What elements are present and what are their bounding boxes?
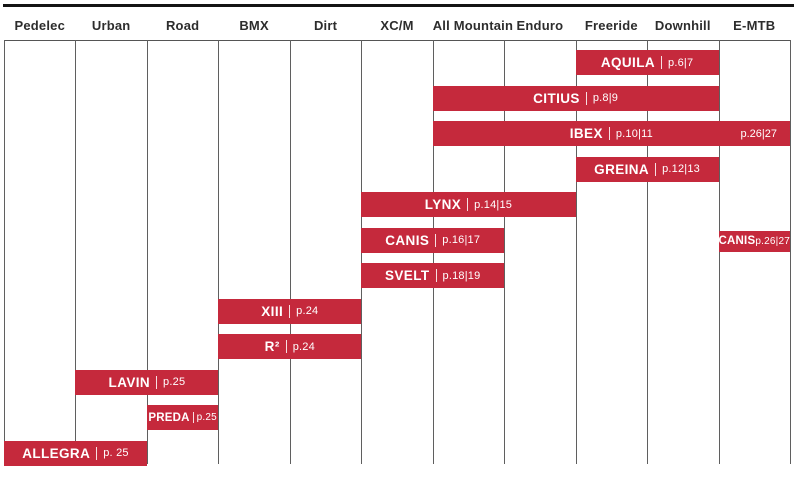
- model-name: LAVIN: [109, 375, 151, 390]
- model-name: CANIS: [385, 233, 429, 248]
- model-bar-r: R² p.24: [218, 334, 361, 359]
- category-label: Urban: [75, 16, 146, 36]
- model-bar-citius: CITIUS p.8|9: [433, 86, 719, 111]
- grid-column-line: [790, 40, 791, 464]
- category-label: E-MTB: [719, 16, 790, 36]
- page-reference: p.10|11: [616, 128, 653, 140]
- label-separator: [156, 376, 157, 389]
- category-label: Road: [147, 16, 218, 36]
- grid-column-line: [75, 40, 76, 464]
- page-reference: p.8|9: [593, 92, 618, 104]
- grid-column-line: [4, 40, 5, 464]
- grid-column-line: [290, 40, 291, 464]
- model-name: R²: [265, 339, 280, 354]
- category-label: Enduro: [504, 16, 575, 36]
- label-separator: [586, 92, 587, 105]
- label-separator: [661, 56, 662, 69]
- page-reference: p.12|13: [662, 163, 700, 175]
- grid-column-line: [719, 40, 720, 464]
- category-label: Downhill: [647, 16, 718, 36]
- model-name: GREINA: [594, 162, 649, 177]
- label-separator: [435, 234, 436, 247]
- model-name: PREDA: [148, 412, 189, 424]
- model-bar-ibex: IBEX p.10|11 p.26|27: [433, 121, 790, 146]
- label-separator: [96, 447, 97, 460]
- category-label: Dirt: [290, 16, 361, 36]
- page-reference: p.16|17: [442, 234, 480, 246]
- grid-column-line: [218, 40, 219, 464]
- page-reference: p.25: [197, 412, 217, 423]
- grid-top-line: [4, 40, 791, 41]
- page-reference: p.18|19: [443, 270, 481, 282]
- model-bar-aquila: AQUILA p.6|7: [576, 50, 719, 75]
- label-separator: [193, 412, 194, 423]
- page-reference: p.25: [163, 376, 185, 388]
- model-bar-greina: GREINA p.12|13: [576, 157, 719, 182]
- model-bar-lavin: LAVIN p.25: [75, 370, 218, 395]
- page-reference: p.6|7: [668, 57, 693, 69]
- model-name: AQUILA: [601, 55, 655, 70]
- label-separator: [609, 127, 610, 140]
- label-separator: [436, 269, 437, 282]
- category-label: Freeride: [576, 16, 647, 36]
- model-bar-allegra: ALLEGRA p. 25: [4, 441, 147, 466]
- page-reference: p.24: [293, 341, 315, 353]
- category-label: BMX: [218, 16, 289, 36]
- label-separator: [467, 198, 468, 211]
- page-reference-extra: p.26|27: [740, 128, 777, 140]
- model-name: LYNX: [425, 197, 461, 212]
- label-separator: [289, 305, 290, 318]
- model-name: SVELT: [385, 268, 430, 283]
- model-bar-preda: PREDA p.25: [147, 405, 218, 430]
- model-bar-lynx: LYNX p.14|15: [361, 192, 575, 217]
- model-name: IBEX: [570, 126, 603, 141]
- page-reference: p.26|27: [755, 236, 790, 247]
- page-reference: p.14|15: [474, 199, 512, 211]
- label-separator: [655, 163, 656, 176]
- category-label: Pedelec: [4, 16, 75, 36]
- model-name: ALLEGRA: [22, 446, 90, 461]
- model-bar-canis-emtb: CANISp.26|27: [719, 231, 790, 252]
- label-separator: [286, 340, 287, 353]
- model-name: CANIS: [719, 235, 756, 247]
- model-bar-svelt: SVELT p.18|19: [361, 263, 504, 288]
- category-label: XC/M: [361, 16, 432, 36]
- top-rule: [3, 4, 794, 7]
- model-bar-canis: CANIS p.16|17: [361, 228, 504, 253]
- grid-column-line: [147, 40, 148, 464]
- category-label: All Mountain: [433, 16, 504, 36]
- model-name: CITIUS: [533, 91, 580, 106]
- page-reference: p. 25: [103, 447, 128, 459]
- model-bar-xiii: XIII p.24: [218, 299, 361, 324]
- page-reference: p.24: [296, 305, 318, 317]
- model-name: XIII: [261, 304, 283, 319]
